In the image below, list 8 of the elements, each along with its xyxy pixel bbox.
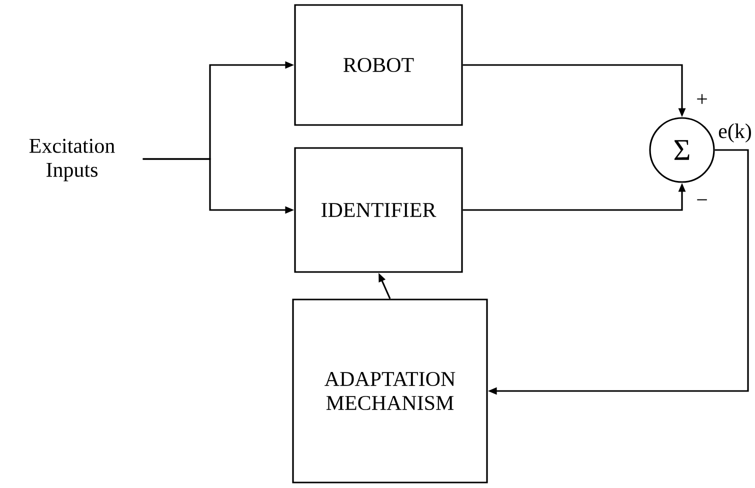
block-box: ADAPTATION MECHANISM xyxy=(292,298,488,484)
block-box: ROBOT xyxy=(294,4,463,126)
block-box: IDENTIFIER xyxy=(294,147,463,273)
edge-label: − xyxy=(697,199,707,200)
input-label: Excitation Inputs xyxy=(29,138,115,182)
edge-label: e(k) xyxy=(718,123,751,143)
edge-label: + xyxy=(697,94,707,104)
summing-junction: Σ xyxy=(649,117,715,183)
